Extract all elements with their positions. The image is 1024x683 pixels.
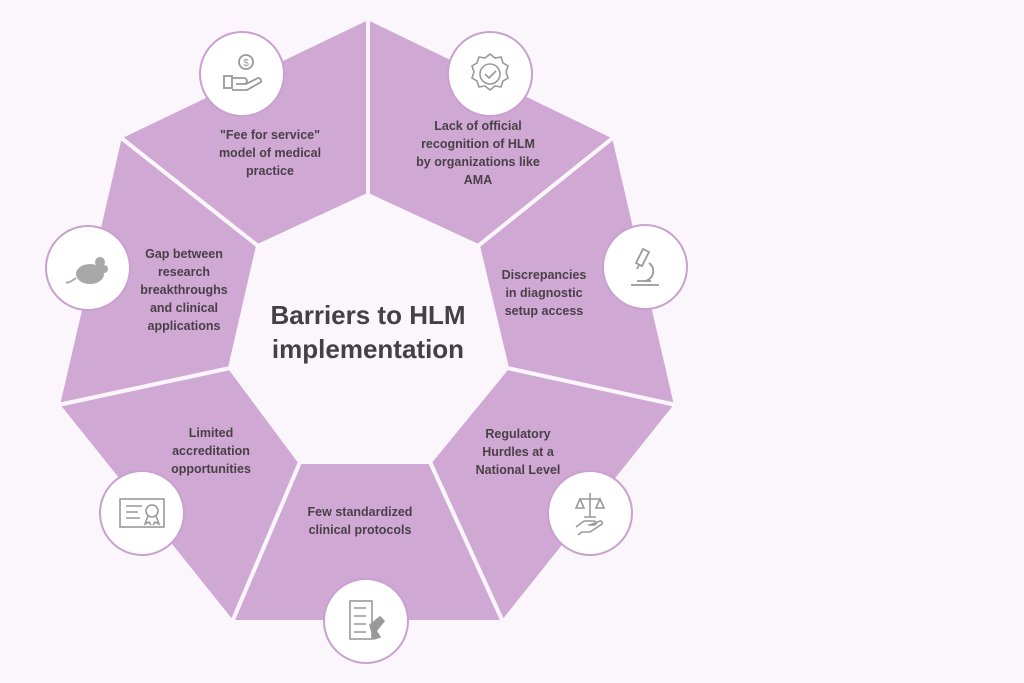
diagram-title: Barriers to HLM implementation [253, 298, 483, 366]
segment-label: Few standardized clinical protocols [307, 505, 413, 537]
icon-badge: $ [199, 31, 285, 117]
hand-coin-icon: $ [223, 54, 263, 91]
icon-badge [45, 225, 131, 311]
icon-badge [602, 224, 688, 310]
segment-label: Lack of official recognition of HLM by o… [416, 119, 540, 187]
segment-label: Limited accreditation opportunities [171, 426, 251, 476]
svg-text:$: $ [243, 58, 249, 69]
title-text: Barriers to HLM implementation [270, 300, 466, 364]
scales-hand-icon [574, 493, 606, 536]
segment-label: Discrepancies in diagnostic setup access [501, 268, 587, 318]
icon-badge [323, 578, 409, 664]
segment-label: Regulatory Hurdles at a National Level [475, 427, 561, 477]
checklist-pen-icon [349, 600, 386, 641]
certificate-icon [119, 498, 165, 528]
segment-label: Gap between research breakthroughs and c… [140, 247, 228, 333]
mouse-icon [65, 257, 108, 284]
icon-badge [547, 470, 633, 556]
icon-badge [99, 470, 185, 556]
microscope-icon [631, 247, 659, 286]
verified-badge-icon [471, 52, 509, 92]
icon-badge [447, 31, 533, 117]
segment-label: "Fee for service" model of medical pract… [218, 128, 322, 178]
